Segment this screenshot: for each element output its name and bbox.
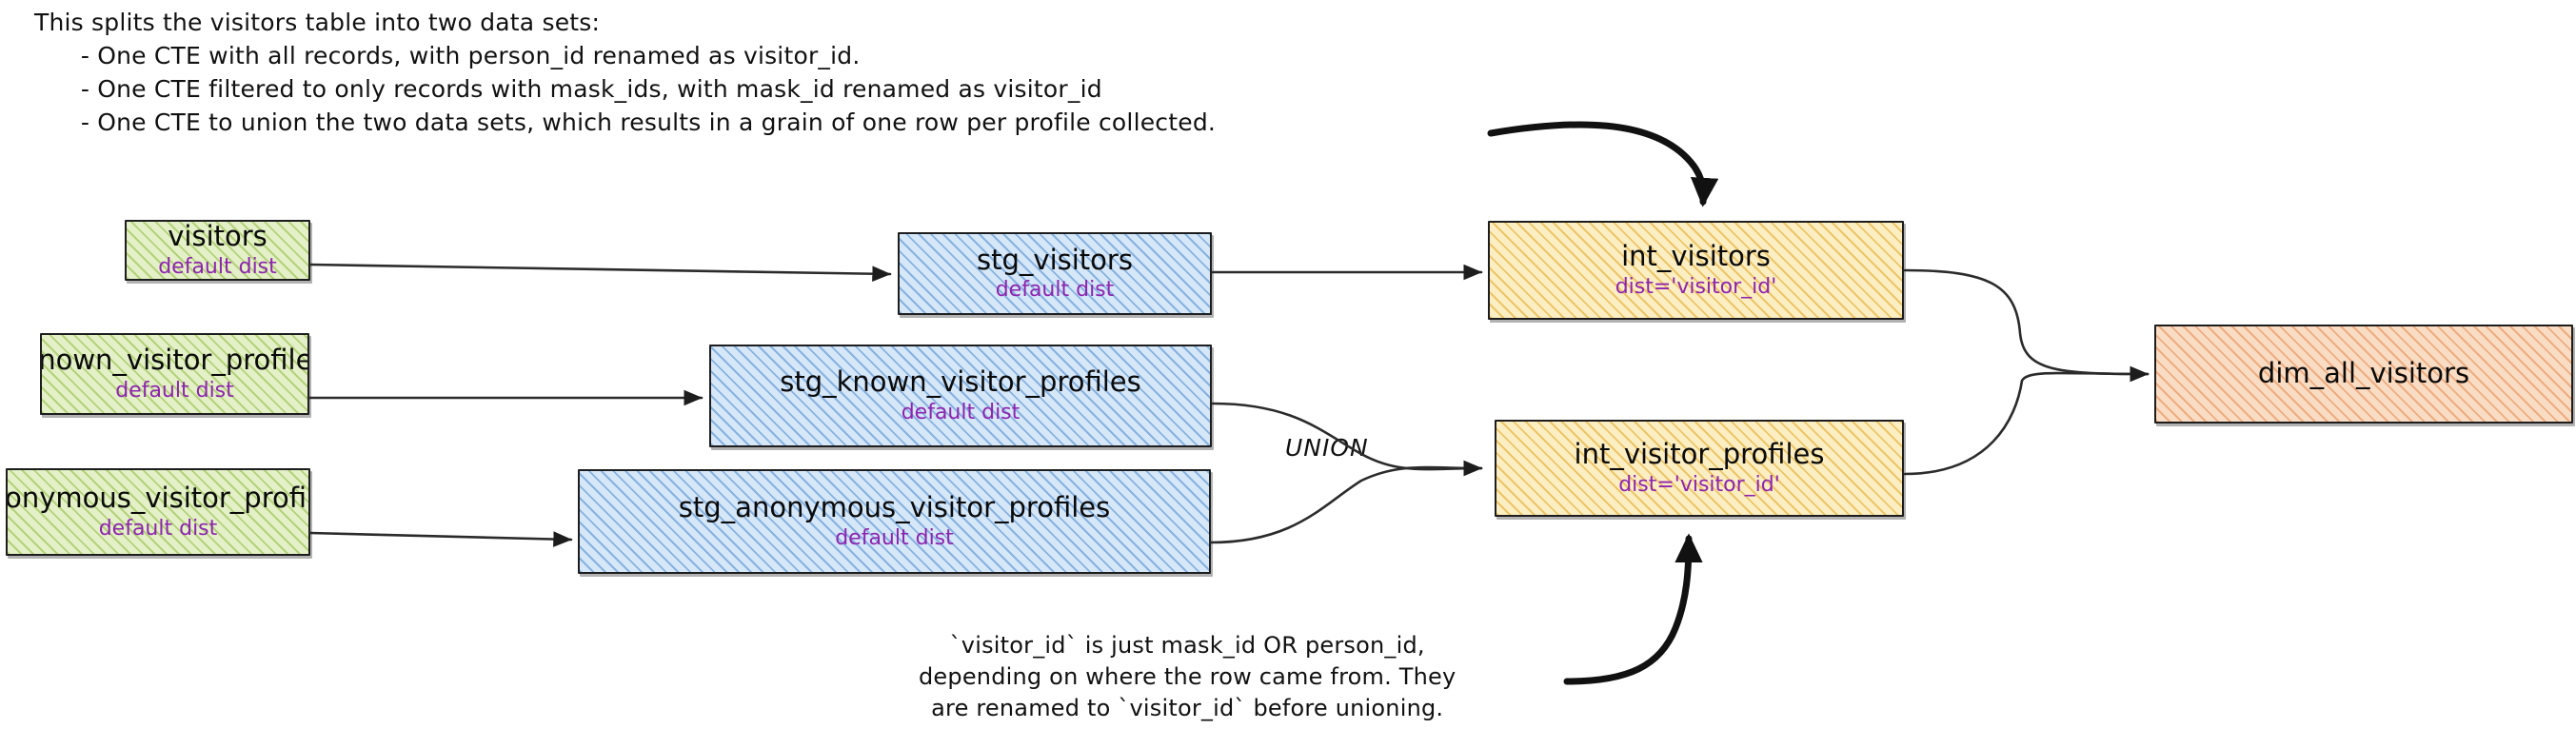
node-visitors-title: visitors	[168, 220, 268, 253]
node-stg-anonymous-visitor-profiles[interactable]: stg_anonymous_visitor_profiles default d…	[578, 469, 1211, 574]
node-int-visitor-profiles-dist: dist='visitor_id'	[1618, 472, 1780, 497]
node-anonymous-visitor-profiles-dist: default dist	[98, 516, 218, 541]
node-anonymous-visitor-profiles[interactable]: anonymous_visitor_profiles default dist	[6, 468, 310, 556]
node-int-visitors-title: int_visitors	[1621, 240, 1771, 273]
node-stg-known-visitor-profiles-dist: default dist	[901, 400, 1020, 424]
node-int-visitors-dist: dist='visitor_id'	[1615, 274, 1777, 299]
edge-visitors-to-stg-visitors	[308, 263, 892, 283]
node-anonymous-visitor-profiles-title: anonymous_visitor_profiles	[6, 482, 308, 515]
edge-note-bottom-to-int-visitor-profiles	[1563, 533, 1703, 685]
annotation-note-top: This splits the visitors table into two …	[34, 9, 1217, 136]
node-int-visitors[interactable]: int_visitors dist='visitor_id'	[1488, 221, 1904, 320]
node-stg-anonymous-visitor-profiles-title: stg_anonymous_visitor_profiles	[678, 491, 1111, 524]
node-stg-visitors[interactable]: stg_visitors default dist	[898, 232, 1212, 315]
node-known-visitor-profiles[interactable]: known_visitor_profiles default dist	[40, 333, 309, 415]
edge-note-top-to-int-visitors	[1487, 121, 1719, 207]
node-int-visitor-profiles[interactable]: int_visitor_profiles dist='visitor_id'	[1495, 420, 1904, 517]
node-stg-known-visitor-profiles-title: stg_known_visitor_profiles	[780, 365, 1141, 399]
node-stg-anonymous-visitor-profiles-dist: default dist	[835, 525, 954, 550]
node-stg-visitors-dist: default dist	[995, 278, 1115, 303]
node-known-visitor-profiles-title: known_visitor_profiles	[40, 344, 307, 377]
edge-int-visitors-to-dim-all-visitors	[1903, 268, 2150, 383]
edge-int-visitor-profiles-to-dim-all-visitors	[1903, 365, 2150, 476]
node-dim-all-visitors-title: dim_all_visitors	[2257, 357, 2470, 390]
node-known-visitor-profiles-dist: default dist	[115, 378, 234, 403]
node-dim-all-visitors[interactable]: dim_all_visitors	[2154, 325, 2573, 424]
edge-anonymous-to-stg-anonymous	[308, 531, 573, 547]
node-visitors-dist: default dist	[158, 254, 277, 279]
node-stg-known-visitor-profiles[interactable]: stg_known_visitor_profiles default dist	[709, 345, 1212, 447]
node-int-visitor-profiles-title: int_visitor_profiles	[1574, 438, 1825, 471]
node-stg-visitors-title: stg_visitors	[977, 243, 1133, 276]
edge-stg-anonymous-to-int-visitor-profiles	[1209, 460, 1483, 544]
annotation-note-bottom: `visitor_id` is just mask_id OR person_i…	[919, 632, 1456, 721]
union-label: UNION	[1285, 434, 1369, 462]
node-visitors[interactable]: visitors default dist	[125, 220, 310, 281]
